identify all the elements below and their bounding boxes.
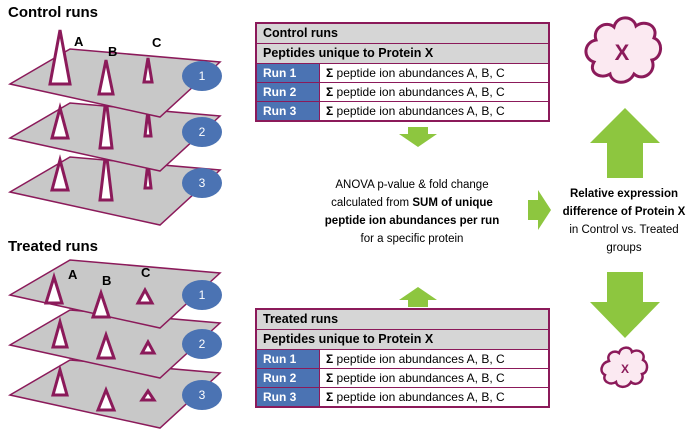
table-row: Run 3 Σ peptide ion abundances A, B, C: [257, 388, 548, 406]
treated-run-badge-3: [182, 380, 222, 410]
treated-peak-label-a: A: [68, 267, 78, 282]
up-arrow-icon: [399, 287, 437, 307]
protein-cloud-large-icon: X: [584, 16, 662, 84]
protein-cloud-small-icon: X: [600, 346, 649, 389]
protein-cloud-small-label: X: [621, 362, 629, 376]
treated-table-title: Treated runs: [257, 310, 548, 330]
treated-peak-label-b: B: [102, 273, 111, 288]
run-label: Run 2: [257, 83, 320, 101]
row-description: Σ peptide ion abundances A, B, C: [326, 85, 505, 99]
treated-run-number-1: 1: [199, 288, 206, 302]
control-run-badge-3: [182, 168, 222, 198]
control-plane-2: [7, 97, 222, 172]
right-arrow-icon: [528, 190, 551, 230]
control-runs-stack: A B C 1 2 3: [7, 29, 222, 226]
treated-plane-2: [7, 309, 222, 379]
run-label: Run 1: [257, 64, 320, 82]
row-description: Σ peptide ion abundances A, B, C: [326, 66, 505, 80]
treated-plane-3: [7, 359, 222, 429]
protein-cloud-large-label: X: [615, 40, 630, 65]
anova-line-4: for a specific protein: [360, 233, 464, 245]
treated-plane-1: [7, 259, 222, 329]
control-peak-label-a: A: [74, 34, 84, 49]
table-row: Run 2 Σ peptide ion abundances A, B, C: [257, 369, 548, 388]
treated-runs-stack: A B C 1 2 3: [7, 259, 222, 429]
control-plane-3: [7, 149, 222, 226]
control-peak-label-c: C: [152, 35, 162, 50]
table-row: Run 1 Σ peptide ion abundances A, B, C: [257, 64, 548, 83]
control-plane-1: [7, 29, 222, 118]
down-arrow-icon: [399, 127, 437, 147]
control-run-badge-1: [182, 61, 222, 91]
run-label: Run 1: [257, 350, 320, 368]
treated-run-badge-2: [182, 329, 222, 359]
result-line-1: Relative expression: [569, 188, 679, 200]
anova-line-3: peptide ion abundances per run: [324, 215, 500, 227]
treated-run-badge-1: [182, 280, 222, 310]
treated-table-subtitle: Peptides unique to Protein X: [257, 330, 548, 350]
control-table-title: Control runs: [257, 24, 548, 44]
table-row: Run 2 Σ peptide ion abundances A, B, C: [257, 83, 548, 102]
row-description: Σ peptide ion abundances A, B, C: [326, 104, 505, 118]
treated-run-number-2: 2: [199, 337, 206, 351]
run-label: Run 2: [257, 369, 320, 387]
treated-run-number-3: 3: [199, 388, 206, 402]
result-description: Relative expression difference of Protei…: [555, 185, 693, 257]
control-run-number-1: 1: [199, 69, 206, 83]
increase-arrow-icon: [590, 108, 660, 178]
control-runs-heading: Control runs: [8, 4, 98, 21]
result-line-3: in Control vs. Treated: [569, 224, 679, 236]
row-description: Σ peptide ion abundances A, B, C: [326, 390, 505, 404]
anova-line-1: ANOVA p-value & fold change: [335, 179, 489, 191]
treated-table: Treated runs Peptides unique to Protein …: [255, 308, 550, 408]
row-description: Σ peptide ion abundances A, B, C: [326, 352, 505, 366]
treated-runs-heading: Treated runs: [8, 238, 99, 255]
control-run-number-2: 2: [199, 125, 206, 139]
anova-description: ANOVA p-value & fold change calculated f…: [298, 176, 526, 248]
anova-line-2: calculated from SUM of unique: [331, 197, 493, 209]
control-run-number-3: 3: [199, 176, 206, 190]
control-table: Control runs Peptides unique to Protein …: [255, 22, 550, 122]
table-row: Run 3 Σ peptide ion abundances A, B, C: [257, 102, 548, 120]
row-description: Σ peptide ion abundances A, B, C: [326, 371, 505, 385]
control-run-badge-2: [182, 117, 222, 147]
run-label: Run 3: [257, 102, 320, 120]
decrease-arrow-icon: [590, 272, 660, 338]
result-line-4: groups: [606, 242, 642, 254]
run-label: Run 3: [257, 388, 320, 406]
table-row: Run 1 Σ peptide ion abundances A, B, C: [257, 350, 548, 369]
control-table-subtitle: Peptides unique to Protein X: [257, 44, 548, 64]
control-peak-label-b: B: [108, 44, 117, 59]
result-line-2: difference of Protein X: [562, 206, 686, 218]
treated-peak-label-c: C: [141, 265, 151, 280]
